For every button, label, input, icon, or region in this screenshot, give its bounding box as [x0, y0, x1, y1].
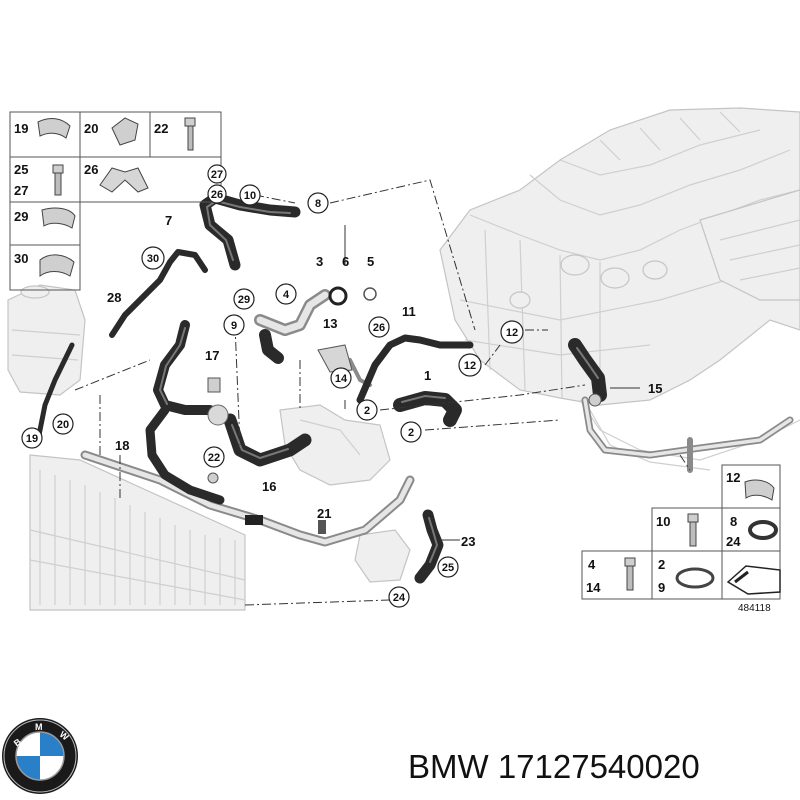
legend-num-27: 27 — [14, 183, 28, 198]
legend-num-8: 8 — [730, 514, 737, 529]
callout-20: 20 — [52, 413, 74, 435]
legend-num-29: 29 — [14, 209, 28, 224]
callout-30: 30 — [141, 246, 165, 270]
leader-lines — [74, 179, 691, 606]
svg-text:M: M — [35, 722, 43, 732]
callout-27: 27 — [207, 164, 227, 184]
callout-5: 5 — [367, 254, 374, 269]
callout-9: 9 — [223, 314, 245, 336]
callout-1: 1 — [424, 368, 431, 383]
coolant-pipes — [80, 289, 794, 547]
callout-12: 12 — [500, 320, 524, 344]
legend-num-20: 20 — [84, 121, 98, 136]
callout-18: 18 — [115, 438, 129, 453]
legend-num-9: 9 — [658, 580, 665, 595]
callout-16: 16 — [262, 479, 276, 494]
svg-text:12: 12 — [506, 327, 518, 339]
callout-2: 2 — [356, 399, 378, 421]
callout-6: 6 — [342, 254, 349, 269]
svg-text:20: 20 — [57, 419, 69, 431]
svg-text:10: 10 — [244, 190, 256, 202]
small-fittings — [207, 286, 602, 534]
callout-14: 14 — [330, 367, 352, 389]
legend-num-12: 12 — [726, 470, 740, 485]
legend-num-26: 26 — [84, 162, 98, 177]
figure-code: 484118 — [738, 603, 771, 614]
expansion-tank — [7, 284, 86, 396]
legend-num-10: 10 — [656, 514, 670, 529]
callout-22: 22 — [203, 446, 225, 468]
callout-17: 17 — [205, 348, 219, 363]
callout-23: 23 — [461, 534, 475, 549]
svg-text:29: 29 — [238, 294, 250, 306]
svg-text:24: 24 — [393, 592, 406, 604]
legend-num-14: 14 — [586, 580, 601, 595]
callout-26: 26 — [207, 184, 227, 204]
callout-29: 29 — [233, 288, 255, 310]
svg-text:26: 26 — [211, 189, 223, 201]
callout-15: 15 — [648, 381, 662, 396]
legend-num-22: 22 — [154, 121, 168, 136]
legend-num-19: 19 — [14, 121, 28, 136]
callout-13: 13 — [323, 316, 337, 331]
callout-10: 10 — [239, 184, 261, 206]
legend-num-24: 24 — [726, 534, 741, 549]
svg-text:22: 22 — [208, 452, 220, 464]
svg-text:12: 12 — [464, 360, 476, 372]
callout-4: 4 — [275, 283, 297, 305]
legend-grid-right — [581, 464, 781, 600]
bmw-logo: B M W — [2, 718, 78, 794]
svg-text:2: 2 — [408, 427, 414, 439]
svg-text:8: 8 — [315, 198, 321, 210]
svg-text:4: 4 — [283, 289, 290, 301]
svg-text:9: 9 — [231, 320, 237, 332]
svg-text:27: 27 — [211, 169, 223, 181]
svg-text:30: 30 — [147, 253, 159, 265]
callout-12b: 12 — [458, 353, 482, 377]
svg-text:14: 14 — [335, 373, 348, 385]
callout-24: 24 — [388, 586, 410, 608]
legend-num-25: 25 — [14, 162, 28, 177]
callout-25: 25 — [437, 556, 459, 578]
callout-8: 8 — [307, 192, 329, 214]
svg-text:19: 19 — [26, 433, 38, 445]
callout-3: 3 — [316, 254, 323, 269]
callout-7: 7 — [165, 213, 172, 228]
legend-num-30: 30 — [14, 251, 28, 266]
callout-21: 21 — [317, 506, 331, 521]
part-caption: BMW 17127540020 — [408, 748, 700, 785]
callout-26b: 26 — [368, 316, 390, 338]
callout-11: 11 — [402, 304, 416, 319]
legend-num-2: 2 — [658, 557, 665, 572]
svg-text:2: 2 — [364, 405, 370, 417]
svg-text:26: 26 — [373, 322, 385, 334]
radiator — [29, 454, 246, 611]
svg-text:25: 25 — [442, 562, 454, 574]
callout-2b: 2 — [400, 421, 422, 443]
legend-num-4: 4 — [588, 557, 596, 572]
coolant-hoses — [35, 192, 607, 584]
callout-19: 19 — [21, 427, 43, 449]
svg-text:B: B — [12, 736, 24, 748]
engine-block — [439, 107, 800, 471]
callout-28: 28 — [107, 290, 121, 305]
water-pump — [279, 404, 411, 583]
legend-grid-left — [9, 111, 222, 291]
